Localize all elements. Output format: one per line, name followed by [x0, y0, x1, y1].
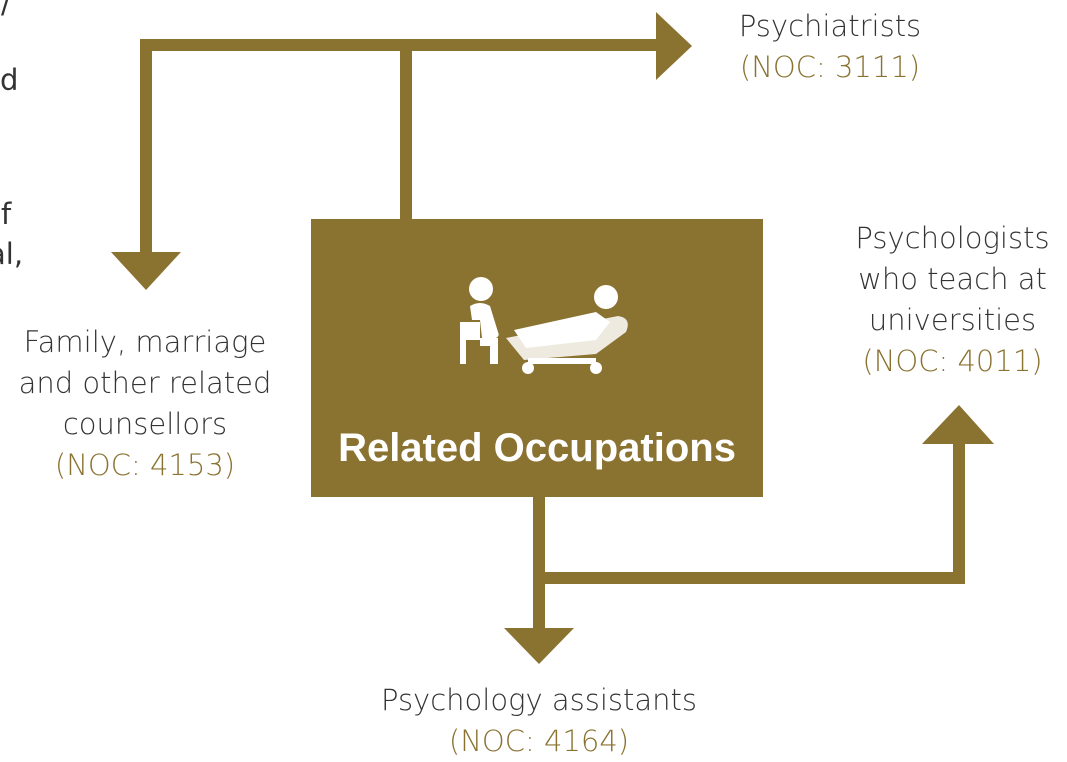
noc-code: (NOC: 3111) [739, 50, 921, 84]
noc-code: (NOC: 4153) [54, 448, 236, 482]
occupation-name: Psychiatrists [738, 9, 922, 43]
noc-code: (NOC: 4164) [448, 724, 630, 758]
arrow-right-icon [656, 12, 692, 80]
occupation-name: and other related [18, 366, 272, 400]
arrow-down-icon [504, 628, 574, 664]
occupation-name: universities [868, 303, 1037, 337]
cropped-text-fragment: / [1, 0, 11, 20]
occupation-name: Psychology assistants [380, 683, 698, 717]
cropped-text-fragment: al, [0, 237, 24, 271]
cropped-text-fragment: d [0, 63, 19, 97]
occupation-psychiatrists: Psychiatrists (NOC: 3111) [700, 6, 960, 88]
noc-code: (NOC: 4011) [862, 344, 1043, 378]
occupation-psychologists-teach: Psychologists who teach at universities … [830, 218, 1067, 382]
cropped-text-fragment: f [1, 197, 12, 231]
related-occupations-box: Related Occupations [311, 219, 763, 497]
center-title: Related Occupations [338, 426, 736, 470]
occupation-name: who teach at [858, 262, 1047, 296]
occupation-family-counsellors: Family, marriage and other related couns… [0, 322, 290, 486]
arrow-up-icon [922, 405, 994, 444]
occupation-name: Psychologists [855, 221, 1050, 255]
occupation-name: Family, marriage [23, 325, 267, 359]
therapy-session-icon [460, 277, 628, 374]
arrow-down-icon [111, 252, 181, 290]
occupation-name: counsellors [62, 407, 228, 441]
occupation-psychology-assistants: Psychology assistants (NOC: 4164) [360, 680, 718, 762]
